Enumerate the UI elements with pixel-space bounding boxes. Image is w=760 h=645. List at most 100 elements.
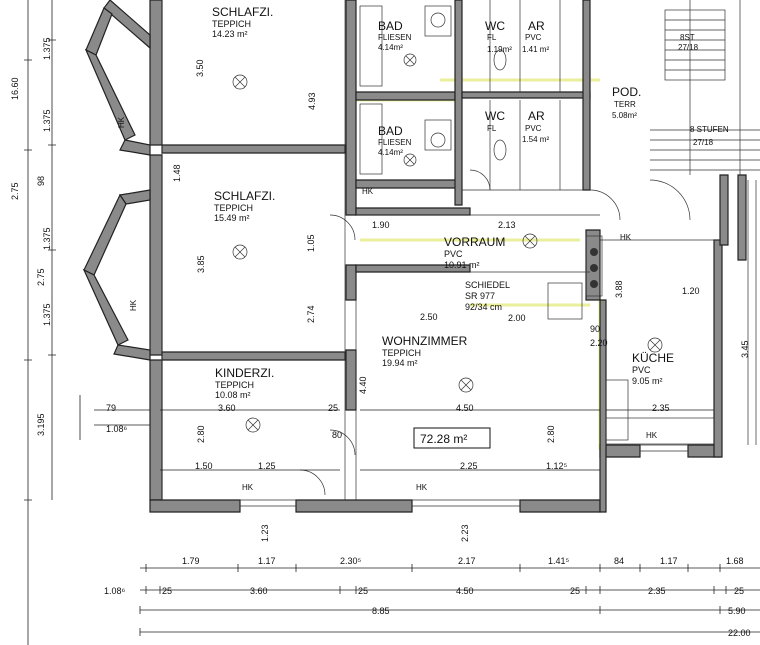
- room-floor: PVC: [525, 124, 542, 133]
- room-schlafzi-2: SCHLAFZI. TEPPICH 15.49 m²: [214, 189, 275, 223]
- room-area: 10.91 m²: [444, 260, 480, 270]
- dim-text: 25: [162, 586, 172, 596]
- dim-text: 3.60: [250, 586, 268, 596]
- dimension-lines: [24, 0, 760, 645]
- bottom-dimensions: 1.79 1.17 2.30⁵ 2.17 1.41⁵ 84 1.17 1.68 …: [104, 556, 751, 638]
- stairs-label: 27/18: [693, 138, 714, 147]
- dim-text: 25: [358, 586, 368, 596]
- room-floor: FL: [487, 124, 497, 133]
- left-dimensions: 16.60 2.75 98 2.75 3.195 1.375 1.375 1.3…: [10, 37, 52, 436]
- room-name: KINDERZI.: [215, 366, 274, 380]
- dim-text: 4.50: [456, 586, 474, 596]
- room-name: SCHLAFZI.: [212, 5, 273, 19]
- room-floor: FL: [487, 33, 497, 42]
- room-vorraum: VORRAUM PVC 10.91 m²: [444, 235, 505, 270]
- light-icon: [232, 74, 248, 90]
- dim-text: 2.50: [420, 312, 438, 322]
- dim-text: 3.85: [196, 255, 206, 273]
- room-name: KÜCHE: [632, 351, 674, 365]
- room-bad-1: BAD FLIESEN 4.14m²: [378, 19, 412, 52]
- dim-text: 1.41⁵: [548, 556, 570, 566]
- room-name: WOHNZIMMER: [382, 334, 468, 348]
- room-floor: FLIESEN: [378, 138, 412, 147]
- dim-text: 1.08⁶: [106, 424, 128, 434]
- ceiling-lights: [232, 53, 663, 433]
- room-area: 5.08m²: [612, 111, 637, 120]
- dim-text: 2.35: [648, 586, 666, 596]
- schiedel-name: SCHIEDEL: [465, 280, 510, 290]
- room-floor: TEPPICH: [214, 203, 253, 213]
- dim-text: 4.93: [307, 92, 317, 110]
- dim-text: 80: [332, 430, 342, 440]
- room-floor: FLIESEN: [378, 33, 412, 42]
- room-floor: PVC: [525, 33, 542, 42]
- dim-text: 1.375: [42, 227, 52, 250]
- room-wohnzimmer: WOHNZIMMER TEPPICH 19.94 m²: [382, 334, 468, 368]
- dim-text: 3.45: [740, 340, 750, 358]
- dim-text: 1.20: [682, 286, 700, 296]
- room-kueche: KÜCHE PVC 9.05 m²: [632, 351, 674, 386]
- dim-text: 1.375: [42, 303, 52, 326]
- schiedel-label: SCHIEDEL SR 977 92/34 cm: [465, 280, 510, 312]
- dim-text: 1.25: [258, 461, 276, 471]
- room-schlafzi-1: SCHLAFZI. TEPPICH 14.23 m²: [212, 5, 273, 39]
- room-area: 19.94 m²: [382, 358, 418, 368]
- light-icon: [232, 244, 248, 260]
- dim-text: 84: [614, 556, 624, 566]
- total-area: 72.28 m²: [420, 432, 467, 446]
- interior-lines: [161, 0, 720, 507]
- dim-text: 3.88: [614, 280, 624, 298]
- room-floor: TEPPICH: [215, 380, 254, 390]
- dim-text: 2.25: [460, 461, 478, 471]
- room-floor: TEPPICH: [212, 19, 251, 29]
- room-name: WC: [485, 19, 505, 33]
- room-area: 10.08 m²: [215, 390, 251, 400]
- dim-text: 16.60: [10, 77, 20, 100]
- dim-text: 2.23: [460, 524, 470, 542]
- light-icon: [522, 233, 538, 249]
- dim-text: 3.60: [218, 403, 236, 413]
- dim-text: 2.20: [590, 338, 608, 348]
- stairs-label: 8 STUFEN: [690, 125, 729, 134]
- dim-text: 1.23: [260, 524, 270, 542]
- room-name: WC: [485, 109, 505, 123]
- dim-text: 1.12⁵: [546, 461, 568, 471]
- room-floor: TERR: [614, 100, 636, 109]
- room-floor: TEPPICH: [382, 348, 421, 358]
- dim-text: 4.50: [456, 403, 474, 413]
- dim-text: 1.50: [195, 461, 213, 471]
- dim-text: 2.80: [546, 425, 556, 443]
- highlight-marks: [348, 60, 602, 450]
- stairs-label: 27/18: [678, 43, 699, 52]
- light-icon: [458, 377, 474, 393]
- room-wc-1: WC FL 1.19m²: [485, 19, 512, 54]
- dim-text: 2.74: [306, 305, 316, 323]
- dim-text: 25: [328, 403, 338, 413]
- room-area: 1.19m²: [487, 45, 512, 54]
- room-wc-2: WC FL: [485, 109, 505, 133]
- room-bad-2: BAD FLIESEN 4.14m²: [378, 124, 412, 157]
- light-icon: [403, 53, 417, 67]
- schiedel-code: SR 977: [465, 291, 495, 301]
- room-ar-2: AR PVC 1.54 m²: [522, 109, 549, 144]
- room-area: 4.14m²: [378, 43, 403, 52]
- dim-text: 1.17: [258, 556, 276, 566]
- dim-text: 1.375: [42, 109, 52, 132]
- room-name: AR: [528, 109, 545, 123]
- dim-text: 1.90: [372, 220, 390, 230]
- hk-label: HK: [646, 431, 658, 440]
- dim-text: 98: [36, 176, 46, 186]
- staircase: [650, 0, 760, 445]
- stairs-label: 8ST: [680, 33, 695, 42]
- dim-text: 2.80: [196, 425, 206, 443]
- radiator-labels: HK HK HK HK HK HK HK: [117, 116, 658, 492]
- dim-text: 3.50: [195, 59, 205, 77]
- total-area-box: 72.28 m²: [413, 427, 491, 449]
- room-area: 4.14m²: [378, 148, 403, 157]
- room-name: BAD: [378, 124, 403, 138]
- dim-text: 1.375: [42, 37, 52, 60]
- dim-text: 22.00: [728, 628, 751, 638]
- room-name: POD.: [612, 85, 641, 99]
- dim-text: 1.48: [172, 164, 182, 182]
